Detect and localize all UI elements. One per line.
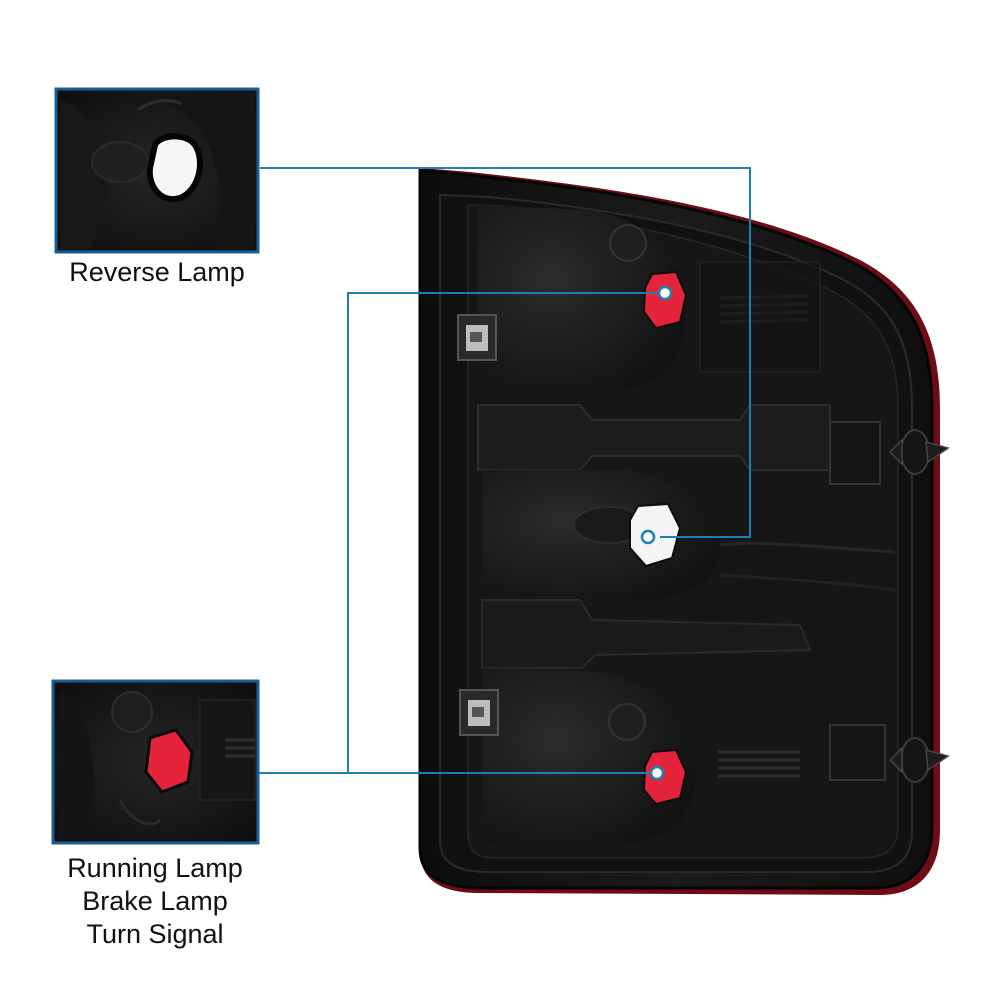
marker-upper-red [657, 285, 673, 301]
tail-light-housing [418, 168, 950, 895]
mounting-clip-lower [459, 689, 499, 736]
lower-red-bulb-socket [642, 748, 688, 806]
lower-crossbar [481, 599, 812, 669]
running-lamp-label: Running Lamp [67, 853, 243, 883]
combo-lamp-labels: Running Lamp Brake Lamp Turn Signal [30, 852, 280, 951]
callout-markers [640, 285, 673, 781]
combo-lamp-zoom-inset [51, 679, 260, 845]
mounting-stud-lower [888, 737, 950, 783]
inset-red-socket [144, 728, 194, 794]
mounting-stud-upper [888, 429, 950, 475]
turn-signal-label: Turn Signal [86, 919, 224, 949]
middle-white-bulb-socket [629, 502, 682, 568]
marker-middle-white [640, 529, 656, 545]
brake-lamp-label: Brake Lamp [82, 886, 228, 916]
combo-callout-line [258, 292, 657, 774]
reverse-lamp-zoom-inset [54, 87, 260, 254]
reverse-lamp-label: Reverse Lamp [69, 257, 245, 287]
lower-fins [718, 750, 800, 778]
callout-lines [258, 167, 751, 774]
inset-white-socket [146, 133, 203, 203]
marker-lower-red [649, 765, 665, 781]
mounting-clip-upper [457, 314, 497, 361]
reverse-callout-line [260, 167, 751, 538]
